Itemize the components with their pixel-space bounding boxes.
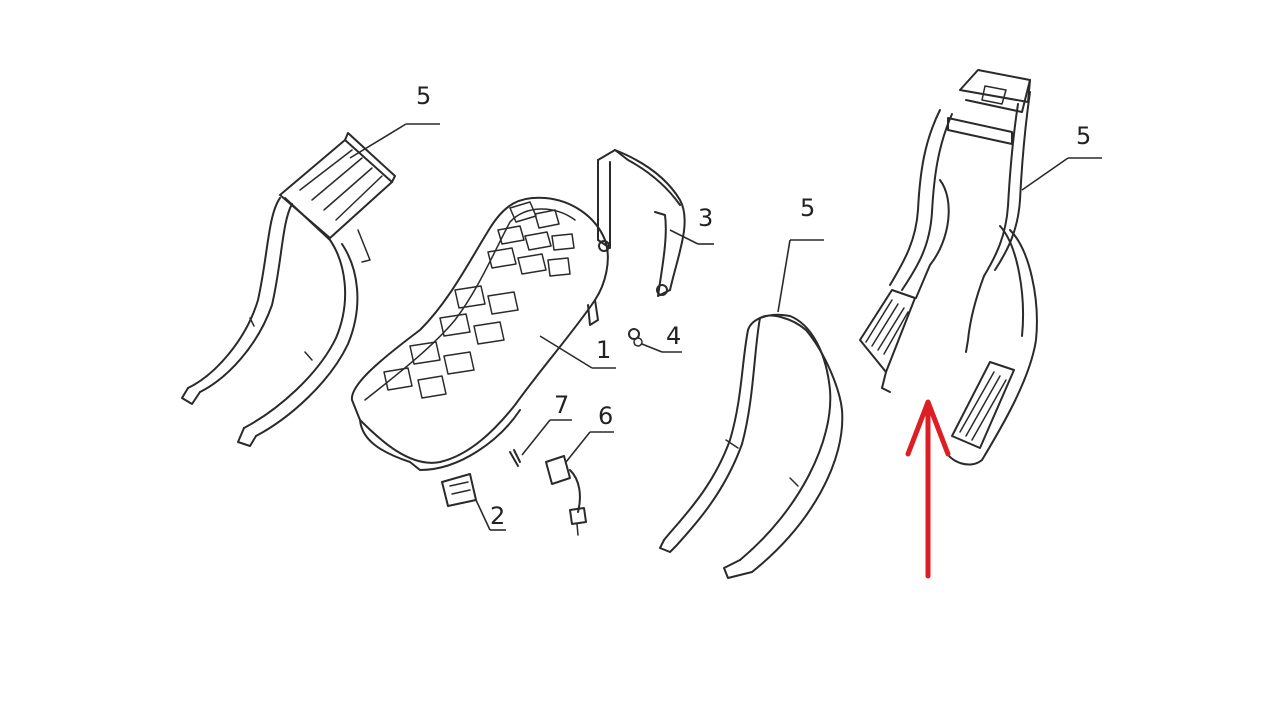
leader-screw bbox=[521, 419, 551, 456]
leader-lock bbox=[565, 431, 591, 463]
part-rack-left bbox=[181, 132, 396, 447]
callout-screw: 7 bbox=[554, 391, 569, 419]
leader-bracket bbox=[669, 229, 699, 245]
leader-rack-right bbox=[1021, 157, 1069, 191]
callout-bracket: 3 bbox=[698, 204, 713, 232]
callout-bolt: 4 bbox=[666, 322, 681, 350]
callout-grab-rail: 5 bbox=[800, 194, 815, 222]
leader-clip bbox=[475, 499, 491, 531]
leader-rack-left bbox=[349, 123, 407, 159]
part-grab-rail bbox=[659, 313, 844, 579]
part-bracket bbox=[597, 149, 686, 297]
callout-clip: 2 bbox=[490, 502, 505, 530]
arrow-up-icon bbox=[905, 399, 951, 579]
leader-grab-rail bbox=[777, 239, 791, 313]
callout-lock: 6 bbox=[598, 402, 613, 430]
part-bolt bbox=[628, 328, 643, 347]
part-seat bbox=[350, 196, 609, 471]
part-lock bbox=[545, 455, 587, 536]
leader-bolt bbox=[641, 343, 663, 353]
callout-seat: 1 bbox=[596, 336, 611, 364]
part-screw bbox=[509, 449, 521, 467]
part-rack-right bbox=[859, 69, 1038, 466]
part-clip bbox=[441, 473, 477, 507]
callout-rack-right: 5 bbox=[1076, 122, 1091, 150]
callout-rack-left: 5 bbox=[416, 82, 431, 110]
leader-seat bbox=[539, 335, 593, 369]
